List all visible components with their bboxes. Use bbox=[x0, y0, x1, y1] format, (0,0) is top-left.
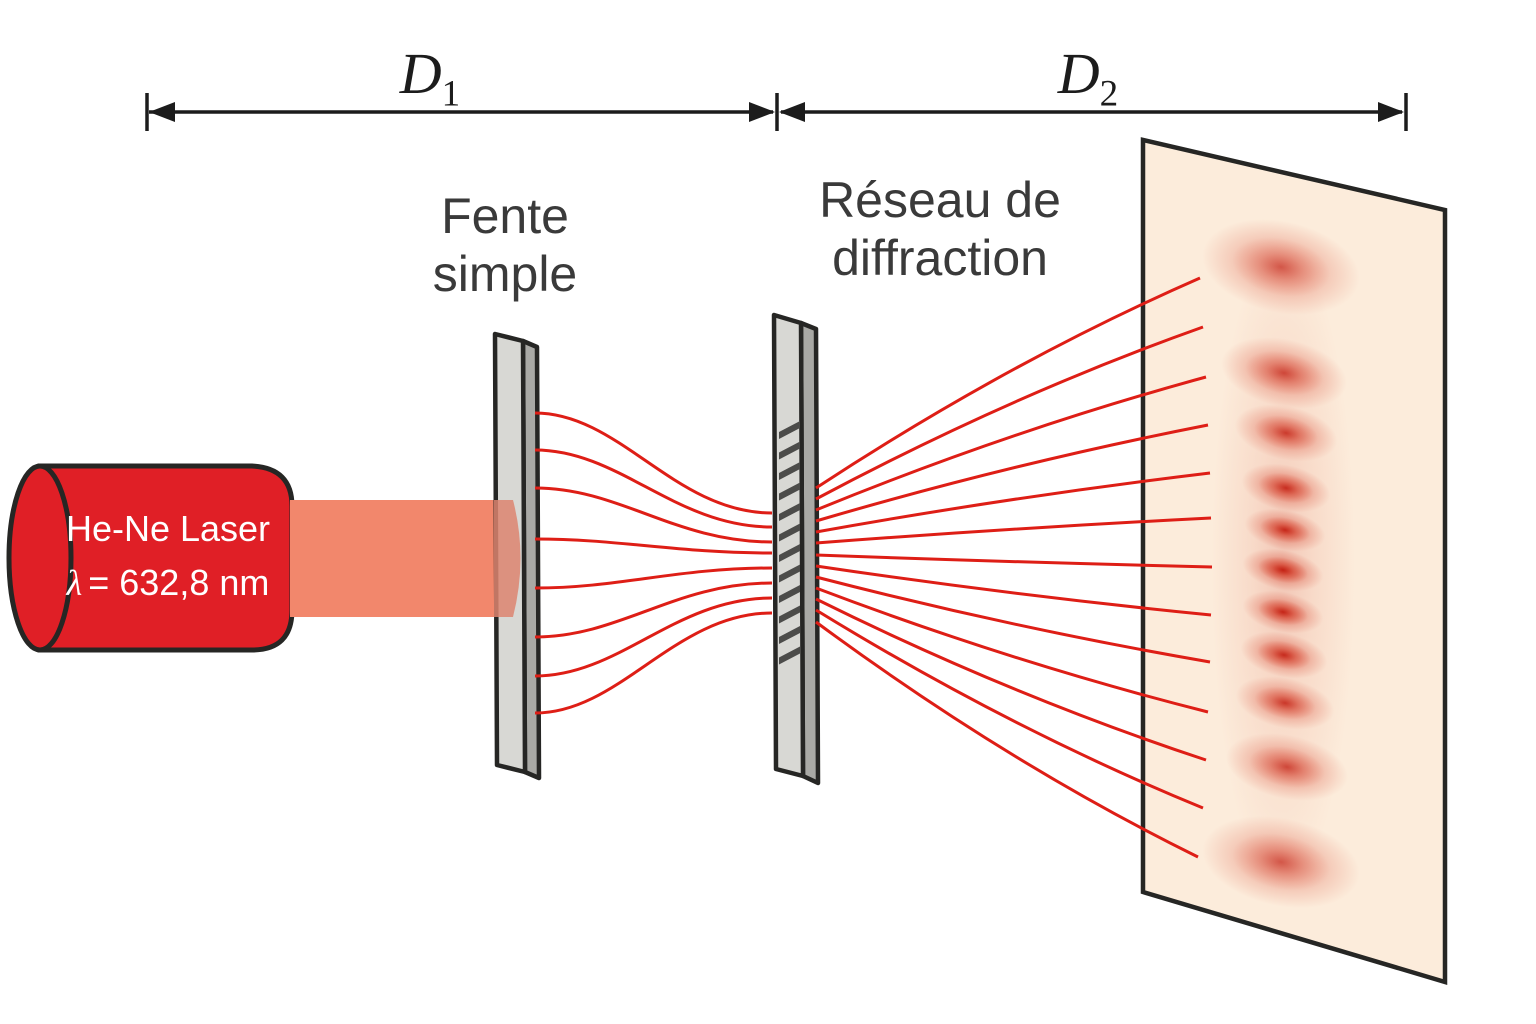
d1-label: D1 bbox=[330, 40, 530, 113]
grating-bar bbox=[779, 585, 800, 603]
single-slit-label: Fente simple bbox=[395, 188, 615, 303]
single-slit-label-line1: Fente bbox=[441, 188, 569, 244]
grating-bar bbox=[779, 605, 800, 624]
ray bbox=[815, 575, 1211, 664]
ray bbox=[534, 566, 773, 590]
ray bbox=[534, 486, 773, 544]
grating-label-line2: diffraction bbox=[832, 229, 1048, 286]
pattern-blob-core bbox=[1258, 472, 1314, 504]
wavelength-value: = 632,8 nm bbox=[88, 562, 270, 603]
diffraction-pattern bbox=[1202, 219, 1360, 909]
ray bbox=[815, 564, 1212, 617]
pattern-blob-core bbox=[1254, 686, 1316, 720]
laser-label: He-Ne Laser λ= 632,8 nm bbox=[40, 502, 296, 610]
grating-bar bbox=[779, 564, 800, 583]
ray bbox=[815, 586, 1209, 714]
grating-bar bbox=[779, 462, 800, 480]
d1-symbol: D bbox=[399, 41, 442, 106]
rays-slit-to-grating bbox=[534, 411, 773, 715]
d2-subscript: 2 bbox=[1099, 73, 1119, 115]
ray bbox=[815, 608, 1204, 810]
grating-bar bbox=[779, 626, 800, 644]
ray bbox=[815, 620, 1199, 859]
projection-screen bbox=[1140, 137, 1448, 986]
d2-label: D2 bbox=[988, 40, 1188, 113]
pattern-blobs bbox=[1202, 219, 1360, 909]
grating-slits bbox=[779, 421, 800, 665]
pattern-blob-core bbox=[1232, 237, 1330, 297]
grating-bar bbox=[779, 441, 800, 460]
laser-end-cap bbox=[6, 463, 74, 653]
ray bbox=[534, 611, 773, 715]
ray bbox=[815, 325, 1204, 501]
d2-symbol: D bbox=[1057, 41, 1100, 106]
grating-bar bbox=[779, 421, 800, 439]
grating-bar bbox=[779, 503, 800, 521]
ray bbox=[534, 448, 773, 529]
d2-arrowhead-left-icon bbox=[779, 102, 805, 122]
d1-arrowhead-left-icon bbox=[149, 102, 175, 122]
ray bbox=[534, 411, 773, 515]
ray bbox=[815, 516, 1212, 545]
single-slit-plate bbox=[492, 331, 542, 781]
pattern-blob-core bbox=[1258, 556, 1308, 584]
grating-bar bbox=[779, 523, 800, 542]
ray bbox=[534, 596, 773, 678]
laser-beam bbox=[290, 500, 497, 617]
d1-dimension bbox=[145, 93, 779, 131]
pattern-blob-core bbox=[1258, 598, 1308, 626]
grating-bar bbox=[779, 544, 800, 562]
ray bbox=[815, 375, 1207, 512]
ray bbox=[815, 597, 1207, 762]
d2-dimension bbox=[779, 93, 1408, 131]
beam-on-plate bbox=[494, 500, 521, 617]
pattern-blob-core bbox=[1260, 516, 1310, 544]
single-slit-label-line2: simple bbox=[432, 245, 578, 302]
pattern-blob-core bbox=[1244, 350, 1324, 396]
rays-grating-to-screen bbox=[815, 276, 1213, 859]
ray bbox=[815, 553, 1213, 569]
d1-arrowhead-right-icon bbox=[749, 102, 775, 122]
ray bbox=[815, 471, 1211, 534]
ray bbox=[815, 423, 1209, 523]
diffraction-grating-plate bbox=[771, 312, 821, 786]
pattern-blob-core bbox=[1257, 640, 1311, 670]
d1-subscript: 1 bbox=[441, 73, 461, 115]
laser-wavelength: λ= 632,8 nm bbox=[40, 556, 296, 610]
grating-label: Réseau de diffraction bbox=[795, 172, 1085, 287]
laser-name: He-Ne Laser bbox=[65, 508, 271, 549]
grating-bar bbox=[779, 646, 800, 665]
pattern-blob-core bbox=[1254, 415, 1318, 451]
ray bbox=[534, 537, 773, 555]
ray bbox=[534, 581, 773, 639]
lambda-symbol: λ bbox=[66, 563, 83, 603]
pattern-blob-core bbox=[1249, 746, 1325, 788]
d2-arrowhead-right-icon bbox=[1378, 102, 1404, 122]
grating-bar bbox=[779, 482, 800, 501]
pattern-blob-core bbox=[1232, 833, 1330, 891]
ray bbox=[815, 276, 1201, 490]
grating-label-line1: Réseau de bbox=[819, 172, 1061, 228]
